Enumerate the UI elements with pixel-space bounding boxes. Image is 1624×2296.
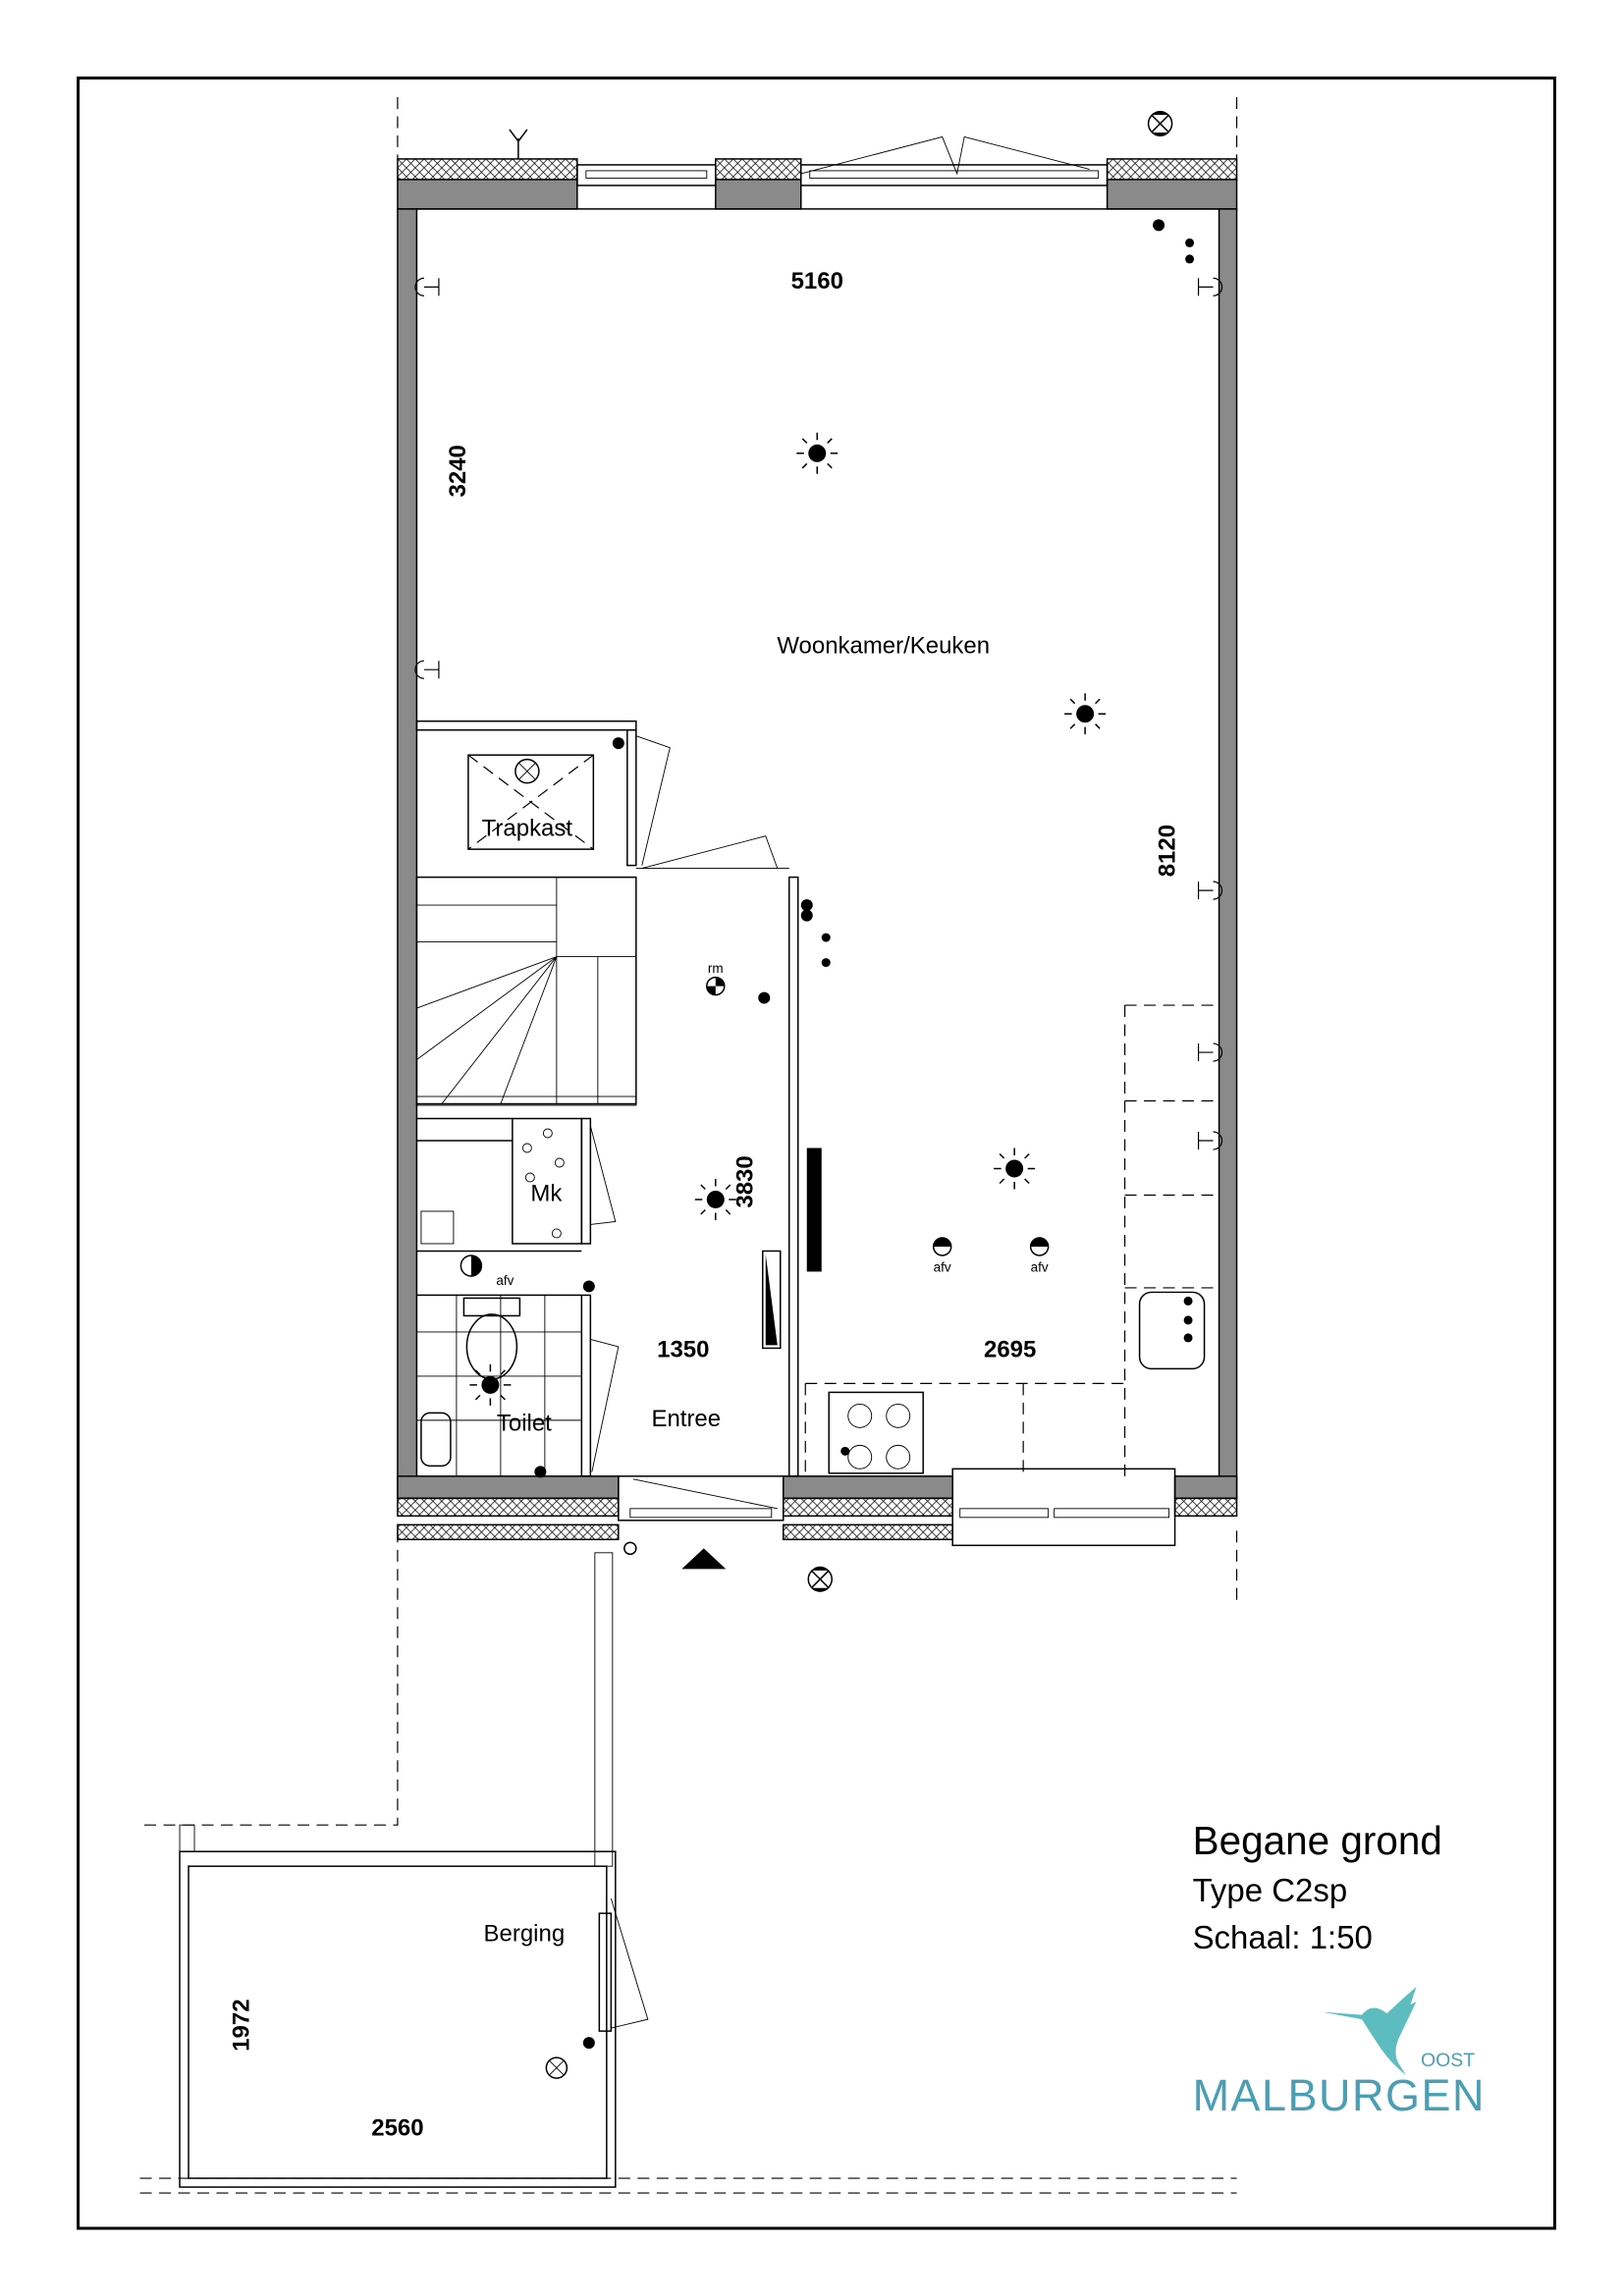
window-top-main [800,164,1109,187]
malburgen-logo: OOST MALBURGEN [1193,1987,1486,2120]
switches [534,219,1195,2050]
toilet-room [416,1210,620,1477]
smoke-detector-label: rm [708,961,724,976]
chimney-symbol [509,129,528,159]
page-border [77,76,1556,2230]
dim-house-depth: 8120 [1155,825,1181,877]
room-label-entrance: Entree [651,1406,721,1432]
logo-suffix: OOST [1421,2050,1475,2071]
front-door [618,1475,785,1522]
meter-cupboard [512,1117,617,1245]
kitchen [762,1004,1219,1476]
garden-boundary [139,2177,1237,2194]
wall-hall [788,876,799,1477]
party-line-left [139,96,399,1826]
dim-living-width: 5160 [791,268,843,294]
room-label-toilet: Toilet [497,1410,552,1436]
dim-hall-depth: 3830 [731,1155,758,1207]
logo-name: MALBURGEN [1193,2070,1486,2120]
wall-right [1218,208,1238,1500]
outdoor-light-icon [807,1566,833,1592]
stair-closet [415,720,671,867]
drain-label: afv [1031,1259,1049,1274]
drain-icon [460,1237,1050,1277]
drain-label: afv [934,1259,951,1274]
socket-icon [414,277,440,296]
ceiling-light-icon [993,1147,1036,1191]
ceiling-light-icon [795,432,839,475]
storage-shed [179,1552,649,2188]
ceiling-light-icon [694,1178,737,1221]
rear-facade [397,1468,1238,1592]
dim-hall-width: 1350 [657,1336,709,1362]
room-label-meter-cupboard: Mk [530,1180,563,1206]
window-top-left [576,164,717,187]
drawing-title: Begane grond [1193,1818,1442,1863]
room-label-storage: Berging [484,1921,566,1948]
toilet-bowl [465,1313,518,1380]
front-facade-top [397,110,1238,210]
dim-living-depth: 3240 [445,445,471,497]
room-label-stair-closet: Trapkast [482,816,573,842]
drain-label: afv [496,1273,514,1288]
dim-kitchen-width: 2695 [984,1336,1036,1362]
dim-storage-depth: 1972 [228,1999,254,2051]
hob [828,1391,924,1474]
drawing-scale: Schaal: 1:50 [1193,1919,1373,1955]
ceiling-light-icon [468,1363,513,1407]
room-label-living: Woonkamer/Keuken [777,633,990,660]
staircase [415,876,637,1106]
range-hood-duct [806,1148,822,1272]
sink [1138,1291,1206,1370]
window-swing [800,135,1090,176]
hummingbird-icon [1322,1987,1417,2076]
window-kitchen [951,1468,1176,1547]
wall-left [397,208,418,1500]
smoke-detector-icon [706,976,726,996]
drawing-type: Type C2sp [1193,1872,1348,1908]
ceiling-light-icon [1063,692,1107,735]
socket-icon [414,660,440,679]
washbasin [420,1412,452,1468]
dim-storage-width: 2560 [371,2115,423,2142]
outdoor-light-icon [1147,110,1173,137]
entrance-arrow-icon [681,1548,727,1570]
